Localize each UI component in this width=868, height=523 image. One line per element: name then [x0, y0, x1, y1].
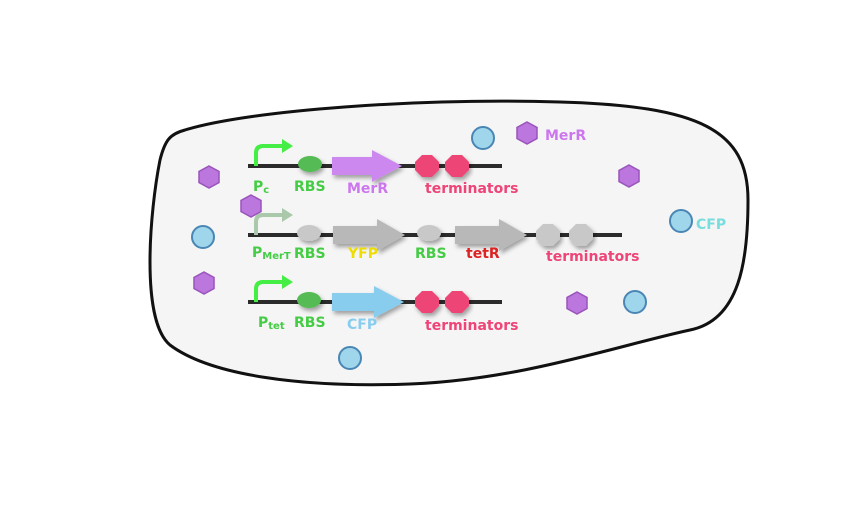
promoter-tet-arrowhead [282, 275, 293, 289]
cfp-protein [471, 126, 495, 150]
promoter-tet-label: Ptet [258, 315, 285, 332]
terminator-2a [536, 224, 560, 246]
tetr-gene-label: tetR [466, 246, 500, 262]
terminators-2-label: terminators [546, 249, 639, 265]
promoter-c-icon [254, 144, 282, 166]
tetr-gene [455, 219, 527, 251]
terminator-3a [415, 291, 439, 313]
cfp-legend-label: CFP [696, 217, 726, 233]
terminator-3b [445, 291, 469, 313]
rbs-2a [297, 225, 321, 241]
terminators-3-label: terminators [425, 318, 518, 334]
rbs-1-label: RBS [294, 179, 326, 195]
promoter-c-label: Pc [253, 179, 269, 196]
terminator-1a [415, 155, 439, 177]
promoter-mert-icon [254, 213, 282, 235]
cfp-protein [191, 225, 215, 249]
terminator-1b [445, 155, 469, 177]
cfp-protein [338, 346, 362, 370]
cfp-gene [332, 286, 404, 318]
cell-membrane [148, 99, 750, 387]
promoter-mert-arrowhead [282, 208, 293, 222]
rbs-3-label: RBS [294, 315, 326, 331]
terminators-1-label: terminators [425, 181, 518, 197]
rbs-1 [298, 156, 322, 172]
merr-legend-label: MerR [545, 128, 586, 144]
construct-3: Ptet RBS CFP terminators [248, 275, 518, 334]
rbs-2b-label: RBS [415, 246, 447, 262]
merr-protein [618, 164, 640, 188]
cfp-protein [623, 290, 647, 314]
cfp-gene-label: CFP [347, 317, 377, 333]
promoter-c-arrowhead [282, 139, 293, 153]
rbs-2b [417, 225, 441, 241]
promoter-mert-label: PMerT [252, 245, 291, 262]
merr-gene-label: MerR [347, 181, 388, 197]
cfp-protein-group [191, 126, 693, 370]
yfp-gene [333, 219, 405, 251]
rbs-2a-label: RBS [294, 246, 326, 262]
terminator-2b [569, 224, 593, 246]
merr-gene [332, 150, 402, 182]
merr-protein [198, 165, 220, 189]
yfp-gene-label: YFP [347, 246, 378, 262]
merr-protein [193, 271, 215, 295]
merr-protein-group [193, 121, 640, 315]
construct-2: PMerT RBS YFP RBS tetR terminators [248, 208, 639, 265]
rbs-3 [297, 292, 321, 308]
cfp-protein [669, 209, 693, 233]
construct-1: Pc RBS MerR terminators [248, 139, 518, 197]
merr-protein [516, 121, 538, 145]
merr-protein [566, 291, 588, 315]
promoter-tet-icon [254, 280, 282, 302]
merr-protein [240, 194, 262, 218]
